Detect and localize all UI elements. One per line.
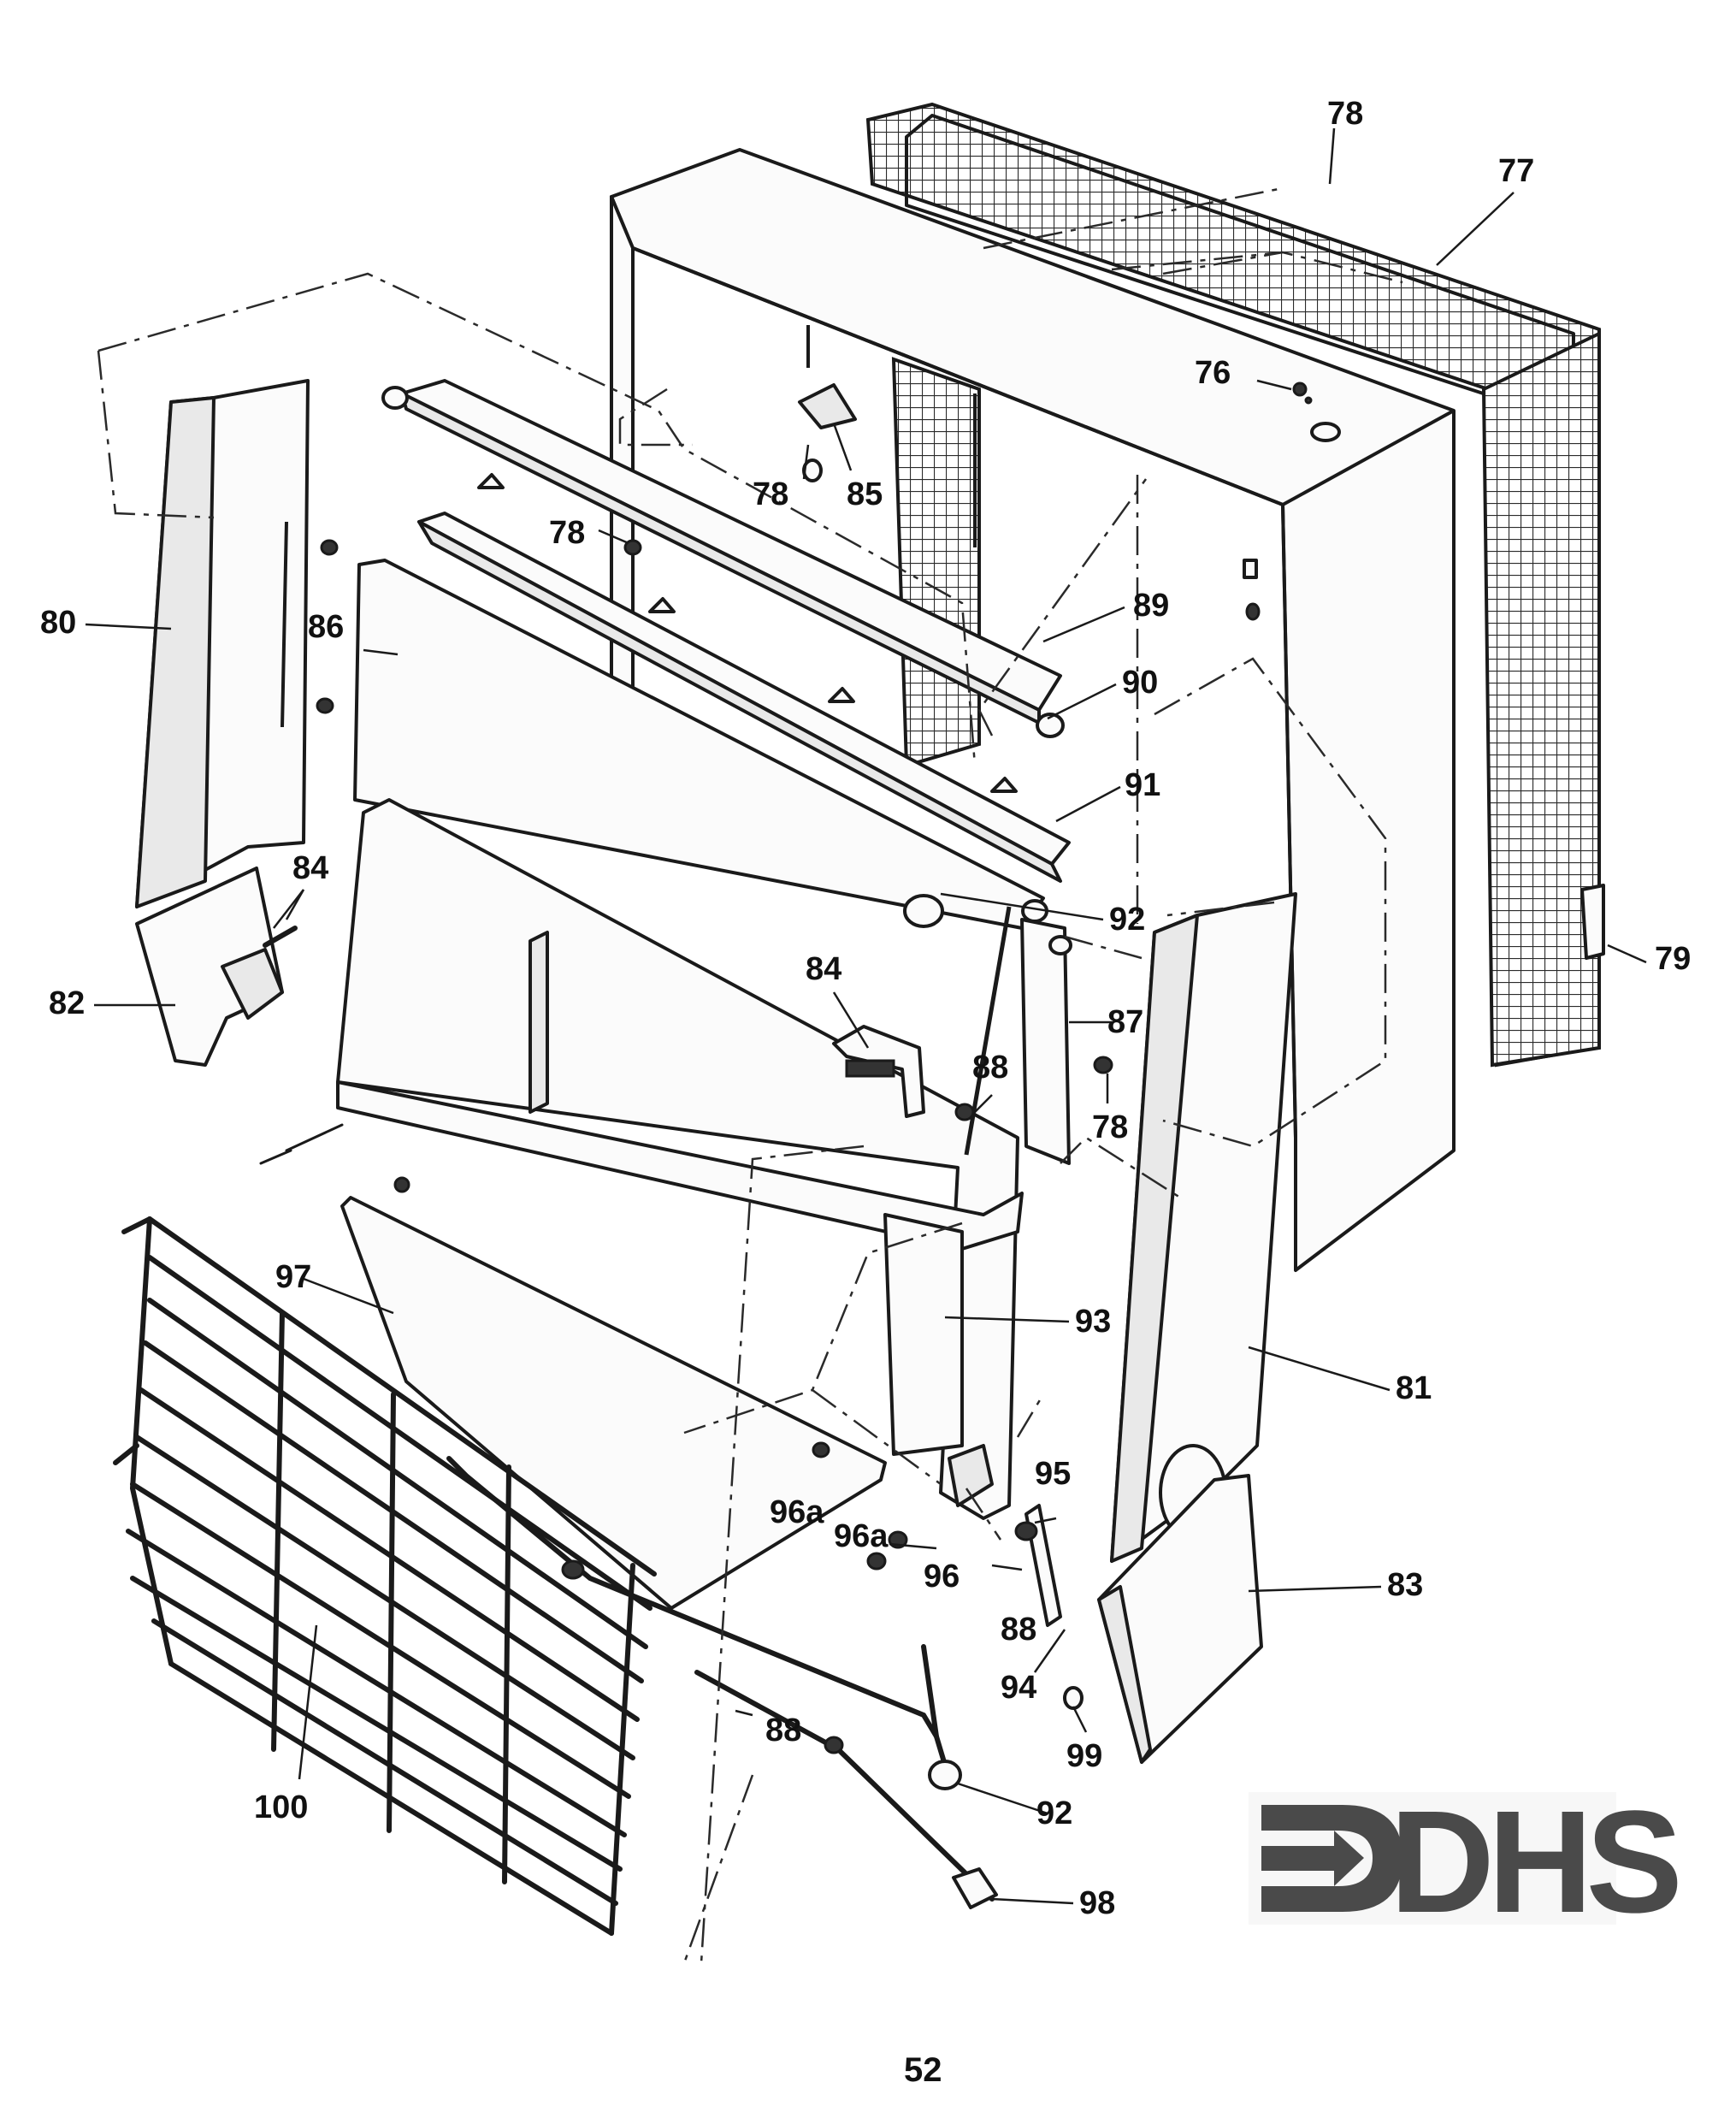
callout-77: 77	[1498, 153, 1534, 189]
callout-88-low: 88	[1001, 1612, 1036, 1648]
top-rail-91	[417, 473, 1071, 883]
right-side-panel-81	[1110, 892, 1297, 1563]
callout-79: 79	[1655, 941, 1691, 977]
logo-text: DHS	[1390, 1781, 1678, 1943]
handle-84	[832, 1025, 925, 1118]
dhs-logo: DHS	[1249, 1781, 1685, 1943]
rear-mesh-filter	[865, 102, 1602, 1068]
callout-84-left: 84	[292, 850, 328, 886]
callout-89: 89	[1133, 588, 1169, 624]
hinge-rod-92	[446, 1456, 962, 1790]
callout-82: 82	[49, 985, 85, 1021]
firebox-frame-93	[336, 798, 1024, 1520]
callout-86: 86	[308, 609, 344, 645]
callout-85: 85	[847, 476, 883, 512]
callout-98: 98	[1079, 1885, 1115, 1921]
callout-91: 91	[1125, 767, 1160, 803]
leader-lines	[85, 127, 1647, 1905]
callout-90: 90	[1122, 665, 1158, 701]
callout-78-top: 78	[1327, 96, 1363, 132]
callout-83: 83	[1387, 1567, 1423, 1603]
callout-88-bottom: 88	[765, 1713, 801, 1748]
callout-96: 96	[924, 1559, 960, 1594]
callout-95: 95	[1035, 1456, 1071, 1492]
callout-99: 99	[1066, 1738, 1102, 1774]
callout-87: 87	[1107, 1004, 1143, 1040]
callout-78-right: 78	[1092, 1109, 1128, 1145]
callout-100: 100	[254, 1790, 308, 1825]
front-grille-100	[113, 1216, 657, 1936]
lower-rail-98	[694, 1670, 998, 1909]
left-side-panel-80	[135, 379, 310, 908]
callout-78-mid-left: 78	[549, 515, 585, 551]
inner-panel-97	[340, 1196, 887, 1610]
callout-92-lower: 92	[1036, 1795, 1072, 1831]
callout-96a-right: 96a	[834, 1518, 889, 1554]
callout-76: 76	[1195, 355, 1231, 391]
callout-93: 93	[1075, 1304, 1111, 1340]
callout-94: 94	[1001, 1670, 1036, 1706]
callout-78-mid-top: 78	[753, 476, 788, 512]
callout-88-mid: 88	[972, 1050, 1008, 1086]
hardware-items	[259, 382, 1605, 1710]
callout-labels: 78 77 76 79 80 81 82 83 84 84 85 86 87 8…	[40, 96, 1691, 1921]
left-bracket-82	[135, 867, 298, 1067]
callout-81: 81	[1396, 1370, 1432, 1406]
top-rail-89	[381, 379, 1065, 738]
callout-92-upper: 92	[1109, 902, 1145, 938]
callout-96a-left: 96a	[770, 1494, 824, 1530]
right-bracket-83	[1097, 1474, 1263, 1764]
callout-97: 97	[275, 1259, 311, 1295]
callout-80: 80	[40, 605, 76, 641]
callout-84-right: 84	[806, 951, 841, 987]
page-number: 52	[904, 2051, 942, 2089]
alignment-lines	[97, 186, 1403, 1964]
